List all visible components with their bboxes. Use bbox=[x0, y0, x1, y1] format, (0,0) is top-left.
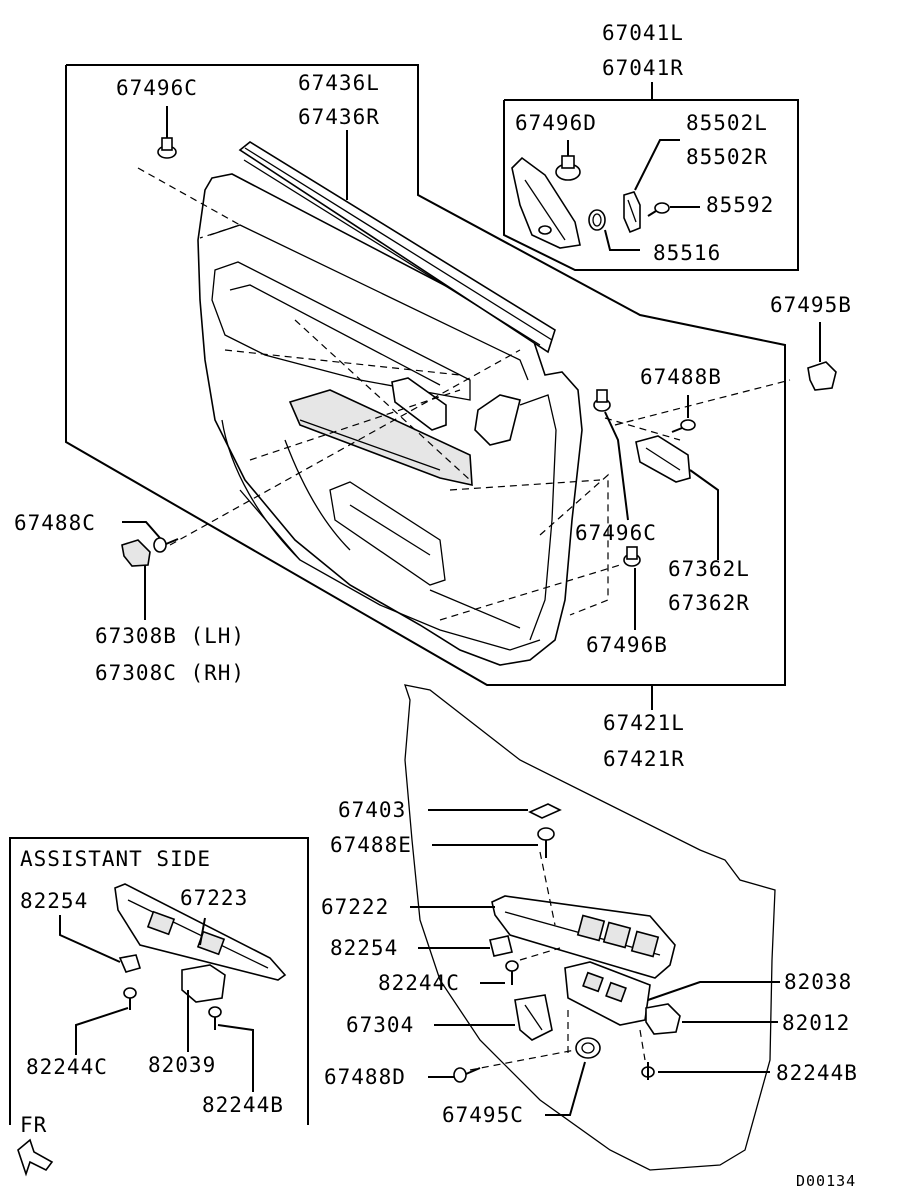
label-67488D: 67488D bbox=[324, 1065, 406, 1089]
part-labels: 67041L 67041R 67496C 67436L 67436R 67496… bbox=[14, 21, 858, 1190]
label-67495B: 67495B bbox=[770, 293, 852, 317]
label-67488C: 67488C bbox=[14, 511, 96, 535]
label-67436L: 67436L bbox=[298, 71, 380, 95]
label-82244C-main: 82244C bbox=[378, 971, 460, 995]
clip-82254-main bbox=[489, 935, 513, 957]
label-67362L: 67362L bbox=[668, 557, 750, 581]
screw-67488E bbox=[537, 827, 555, 858]
label-85502L: 85502L bbox=[686, 111, 768, 135]
label-82244B-asst: 82244B bbox=[202, 1093, 284, 1117]
screw-85592 bbox=[647, 202, 670, 217]
assistant-side-frame bbox=[9, 837, 309, 1125]
label-67436R: 67436R bbox=[298, 105, 380, 129]
label-82244B-main: 82244B bbox=[776, 1061, 858, 1085]
assistant-screw-82244C bbox=[123, 987, 137, 1010]
switch-panel-67222 bbox=[491, 895, 676, 979]
gasket-67403 bbox=[528, 803, 562, 819]
screw-82244C-main bbox=[505, 960, 519, 985]
assistant-screw-82244B bbox=[208, 1006, 222, 1030]
inside-handle-67362 bbox=[635, 435, 691, 483]
screw-82244B-main bbox=[641, 1062, 655, 1080]
label-67041R: 67041R bbox=[602, 56, 684, 80]
assistant-clip-82254 bbox=[118, 954, 142, 973]
label-67308B: 67308B (LH) bbox=[95, 624, 245, 648]
label-67041L: 67041L bbox=[602, 21, 684, 45]
bracket-67304 bbox=[514, 994, 553, 1041]
direction-label: FR bbox=[20, 1113, 47, 1137]
screw-67488D bbox=[453, 1067, 481, 1083]
label-67304: 67304 bbox=[346, 1013, 414, 1037]
label-67495C: 67495C bbox=[442, 1103, 524, 1127]
label-67496C-top: 67496C bbox=[116, 76, 198, 100]
door-outline-phantom bbox=[404, 684, 776, 1171]
label-85502R: 85502R bbox=[686, 145, 768, 169]
cap-67308 bbox=[121, 539, 151, 567]
label-67421L: 67421L bbox=[603, 711, 685, 735]
label-67496D: 67496D bbox=[515, 111, 597, 135]
leader-lines-main bbox=[122, 106, 821, 710]
label-82038: 82038 bbox=[784, 970, 852, 994]
grommet-85516 bbox=[588, 209, 606, 231]
label-67488B: 67488B bbox=[640, 365, 722, 389]
guide-lines-main bbox=[137, 167, 791, 621]
label-82254-asst: 82254 bbox=[20, 889, 88, 913]
mirror-garnish bbox=[511, 156, 581, 249]
assistant-switch-panel-67223 bbox=[114, 883, 287, 981]
label-82254-main: 82254 bbox=[330, 936, 398, 960]
assistant-switch-82039 bbox=[181, 964, 226, 1003]
label-85592: 85592 bbox=[706, 193, 774, 217]
front-direction-arrow-icon bbox=[17, 1138, 54, 1177]
assistant-side-title: ASSISTANT SIDE bbox=[20, 847, 211, 871]
label-67362R: 67362R bbox=[668, 591, 750, 615]
leader-lines-lower bbox=[410, 809, 780, 1116]
label-67223: 67223 bbox=[180, 886, 248, 910]
guide-lines-lower bbox=[469, 851, 646, 1071]
speaker-bracket-85502 bbox=[623, 191, 641, 234]
clip-67496C-mid bbox=[593, 389, 611, 412]
screw-67488B bbox=[671, 419, 696, 433]
switch-82012 bbox=[645, 1003, 681, 1035]
belt-weatherstrip bbox=[238, 141, 556, 354]
clip-67496D bbox=[555, 155, 581, 181]
label-82244C-asst: 82244C bbox=[26, 1055, 108, 1079]
bracket-67495B bbox=[807, 361, 837, 391]
trim-assembly-frame bbox=[65, 64, 786, 686]
label-67488E: 67488E bbox=[330, 833, 412, 857]
grommet-67495C bbox=[575, 1037, 601, 1059]
garnish-subassembly-frame bbox=[503, 82, 799, 271]
label-67222: 67222 bbox=[321, 895, 389, 919]
drawing-id: D00134 bbox=[796, 1172, 856, 1187]
label-85516: 85516 bbox=[653, 241, 721, 265]
clip-67496B bbox=[623, 546, 641, 567]
label-67496C-mid: 67496C bbox=[575, 521, 657, 545]
assistant-leader-lines bbox=[59, 915, 254, 1092]
label-82012: 82012 bbox=[782, 1011, 850, 1035]
label-82039: 82039 bbox=[148, 1053, 216, 1077]
switch-assembly-82038 bbox=[564, 961, 651, 1026]
screw-67488C bbox=[153, 537, 179, 553]
label-67403: 67403 bbox=[338, 798, 406, 822]
clip-67496C-top bbox=[157, 137, 177, 159]
label-67496B: 67496B bbox=[586, 633, 668, 657]
label-67421R: 67421R bbox=[603, 747, 685, 771]
label-67308C: 67308C (RH) bbox=[95, 661, 245, 685]
